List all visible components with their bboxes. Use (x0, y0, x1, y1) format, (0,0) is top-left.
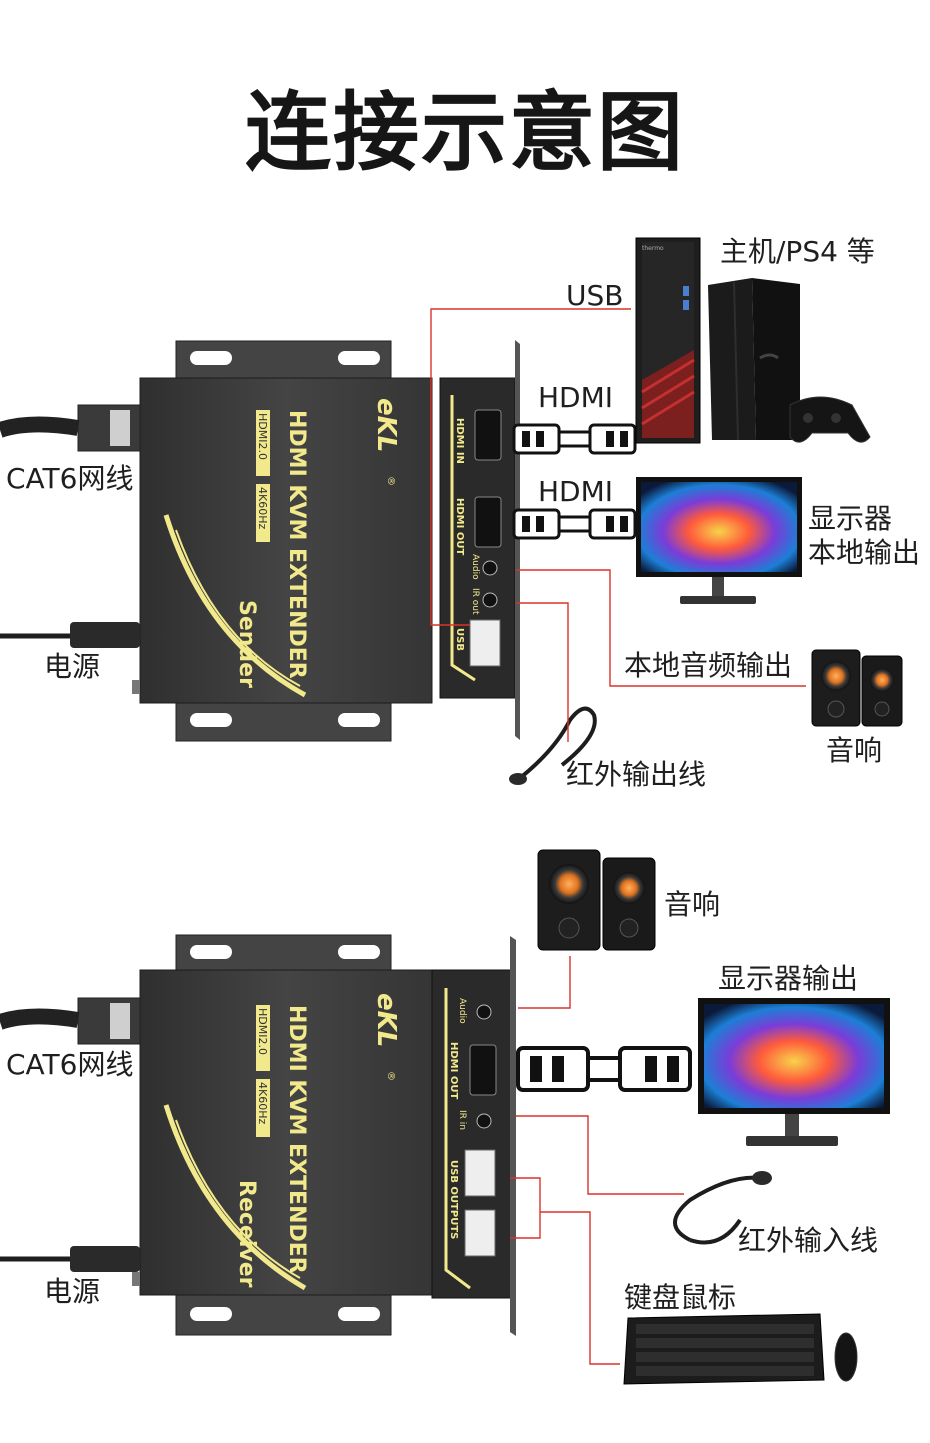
usb-port (464, 1149, 496, 1197)
brand-logo: eKL (371, 993, 401, 1047)
label-power-bottom: 电源 (44, 1275, 101, 1308)
keyboard-mouse (623, 1313, 858, 1385)
label-monitor-output: 显示器输出 (718, 962, 859, 995)
label-usb: USB (566, 279, 624, 312)
usb-port (469, 619, 501, 667)
ir-cable-bottom (673, 1171, 772, 1245)
sender-spec-a: HDMI2.0 (256, 413, 269, 460)
label-ir-out-cable: 红外输出线 (566, 758, 707, 791)
receiver-role: Receiver (234, 1180, 259, 1288)
power-plug (70, 1246, 140, 1272)
svg-text:IR in: IR in (457, 1110, 467, 1130)
sender-role: Sender (234, 600, 259, 688)
hdmi-out-port (469, 1044, 497, 1096)
red-wires-bottom (510, 956, 684, 1365)
speakers-bottom (537, 849, 656, 951)
ps4-console (708, 278, 800, 441)
receiver-spec-a: HDMI2.0 (256, 1008, 269, 1055)
hdmi-cable-top-in (512, 423, 637, 455)
receiver-spec-b: 4K60Hz (256, 1082, 269, 1124)
label-ir-in-cable: 红外输入线 (738, 1224, 879, 1257)
usb-port (464, 1209, 496, 1257)
sender-product-name: HDMI KVM EXTENDER (284, 410, 309, 679)
sender-body (139, 377, 433, 704)
monitor-top (636, 477, 802, 604)
rj45-connector (77, 997, 141, 1045)
receiver-body (139, 969, 433, 1296)
svg-text:HDMI OUT: HDMI OUT (448, 1042, 459, 1099)
pc-tower: thermo (635, 237, 701, 444)
mount-hole (190, 713, 232, 727)
label-host: 主机/PS4 等 (720, 235, 875, 268)
red-wires-top (430, 308, 806, 742)
sender-unit: HDMI KVM EXTENDER HDMI2.0 4K60Hz Sender … (0, 340, 433, 742)
hdmi-cable-top-out (512, 508, 637, 540)
svg-text:IR out: IR out (470, 588, 480, 615)
sender-port-panel: HDMI IN HDMI OUT Audio IR out USB (439, 340, 520, 740)
svg-text:Audio: Audio (470, 554, 480, 580)
cat6-cable (0, 416, 80, 438)
brand-logo: eKL (371, 398, 401, 452)
svg-text:®: ® (385, 1071, 396, 1081)
power-plug (70, 622, 140, 648)
ir-cable-top (509, 706, 597, 785)
speakers-top (811, 649, 903, 727)
receiver-unit: HDMI KVM EXTENDER HDMI2.0 4K60Hz Receive… (0, 934, 433, 1336)
svg-text:HDMI OUT: HDMI OUT (454, 498, 465, 555)
page-title: 连接示意图 (245, 83, 685, 183)
monitor-bottom (698, 998, 890, 1146)
label-monitor: 显示器 (808, 502, 893, 535)
swoosh-decoration (163, 514, 307, 698)
label-local-output: 本地输出 (808, 536, 921, 569)
mount-hole (338, 713, 380, 727)
audio-port (476, 1004, 492, 1020)
receiver-port-panel: Audio HDMI OUT IR in USB OUTPUTS (431, 936, 516, 1336)
hdmi-cable-bottom (516, 1046, 692, 1092)
rj45-connector (77, 404, 141, 452)
hdmi-out-port (474, 496, 502, 548)
ir-in-port (476, 1113, 492, 1129)
hdmi-in-port (474, 409, 502, 461)
svg-text:HDMI IN: HDMI IN (454, 418, 465, 464)
pc-brand: thermo (642, 245, 664, 252)
label-cat6-top: CAT6网线 (6, 462, 134, 495)
svg-text:USB OUTPUTS: USB OUTPUTS (448, 1160, 459, 1239)
label-speaker-top: 音响 (826, 734, 883, 767)
label-local-audio: 本地音频输出 (624, 649, 793, 682)
svg-text:®: ® (385, 476, 396, 486)
gamepad (789, 396, 871, 443)
cat6-cable (0, 1008, 80, 1030)
label-hdmi-out: HDMI (538, 475, 614, 508)
label-power-top: 电源 (44, 650, 101, 683)
svg-text:Audio: Audio (457, 998, 467, 1024)
sender-spec-b: 4K60Hz (256, 487, 269, 529)
label-cat6-bottom: CAT6网线 (6, 1048, 134, 1081)
usb-slot (683, 286, 689, 296)
label-hdmi-in: HDMI (538, 381, 614, 414)
label-keyboard-mouse: 键盘鼠标 (624, 1281, 737, 1314)
mount-hole (338, 351, 380, 365)
ir-out-port (482, 592, 498, 608)
audio-port (482, 560, 498, 576)
label-speaker-bottom: 音响 (664, 888, 721, 921)
receiver-product-name: HDMI KVM EXTENDER (284, 1005, 309, 1274)
mount-hole (190, 351, 232, 365)
svg-text:USB: USB (454, 628, 465, 651)
